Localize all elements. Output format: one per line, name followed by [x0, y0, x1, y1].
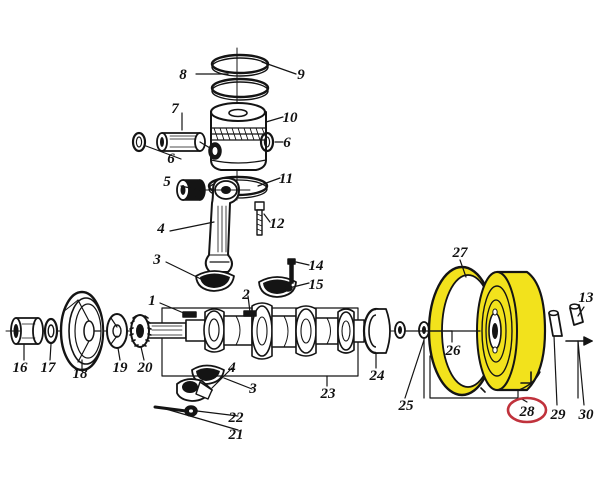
pilot-bearing-part [394, 321, 406, 339]
callout-17: 17 [41, 360, 57, 376]
callout-2: 2 [241, 287, 250, 303]
oil-jet-part [153, 405, 188, 413]
bearing-shell-right-part [258, 276, 297, 298]
callout-18: 18 [73, 366, 89, 382]
callout-10: 10 [283, 110, 299, 126]
piston-pin-part [156, 132, 206, 152]
piston-group [131, 47, 275, 201]
rod-cap-part [176, 378, 213, 402]
connecting-rod-group [153, 177, 297, 417]
callout-6-left: 6 [167, 151, 175, 167]
spigot-bearing-25-part [418, 321, 430, 339]
connecting-rod-part [202, 177, 251, 273]
callout-11: 11 [279, 171, 293, 187]
diagram-ink [5, 47, 593, 431]
callout-15: 15 [309, 277, 325, 293]
callout-12: 12 [270, 216, 286, 232]
rod-bush-part [176, 179, 206, 201]
highlight-circle-28 [506, 396, 548, 424]
callout-6-right: 6 [283, 135, 291, 151]
callout-23: 23 [320, 386, 337, 402]
flywheel-part [476, 270, 547, 392]
callout-1: 1 [148, 293, 156, 309]
callout-28: 28 [519, 404, 536, 420]
crank-webs [203, 302, 365, 360]
callout-13: 13 [579, 290, 595, 306]
bearing-shell-lower-part [191, 364, 225, 385]
piston-part [208, 102, 267, 171]
crank-bolt-part [10, 317, 44, 345]
callout-4-rod: 4 [156, 221, 165, 237]
callout-26: 26 [445, 343, 462, 359]
leader-lines [23, 61, 585, 431]
callout-3-lower: 3 [248, 381, 257, 397]
callout-20: 20 [137, 360, 154, 376]
callout-7: 7 [171, 101, 179, 117]
callout-4-cap: 4 [227, 360, 236, 376]
bolt-14-part [287, 258, 296, 284]
rear-oil-seal-part [362, 307, 391, 355]
callout-25: 25 [398, 398, 415, 414]
callout-14: 14 [309, 258, 325, 274]
callout-22: 22 [228, 410, 245, 426]
callout-3-upper: 3 [152, 252, 161, 268]
callout-8: 8 [179, 67, 187, 83]
callout-21: 21 [228, 427, 244, 443]
bearing-shell-upper-part [195, 270, 235, 292]
callout-30: 30 [578, 407, 595, 423]
callout-labels: 1 2 3 3 4 4 5 6 6 7 8 9 10 11 12 13 14 1… [13, 67, 595, 443]
circlip-right-part [259, 131, 275, 153]
callout-5: 5 [163, 174, 171, 190]
piston-ring-2-part [210, 77, 270, 101]
flywheel-clutch-group [423, 265, 593, 399]
callout-9: 9 [297, 67, 305, 83]
dowel-pin-13-part [569, 303, 584, 326]
callout-24: 24 [369, 368, 386, 384]
nut-15-part [283, 284, 293, 292]
direction-arrow-part [565, 336, 593, 399]
rod-bolt-part [254, 201, 265, 236]
circlip-left-part [131, 131, 147, 153]
front-pulley-group [5, 290, 152, 372]
callout-16: 16 [13, 360, 29, 376]
timing-gear-part [129, 314, 152, 348]
callout-29: 29 [550, 407, 567, 423]
callout-19: 19 [113, 360, 129, 376]
piston-ring-1-part [210, 53, 270, 77]
pulley-hub-part [106, 313, 128, 349]
crank-pulley-part [59, 290, 105, 372]
callout-27: 27 [452, 245, 469, 261]
dowel-pin-29-part [548, 309, 563, 337]
washer-17-part [43, 317, 59, 345]
